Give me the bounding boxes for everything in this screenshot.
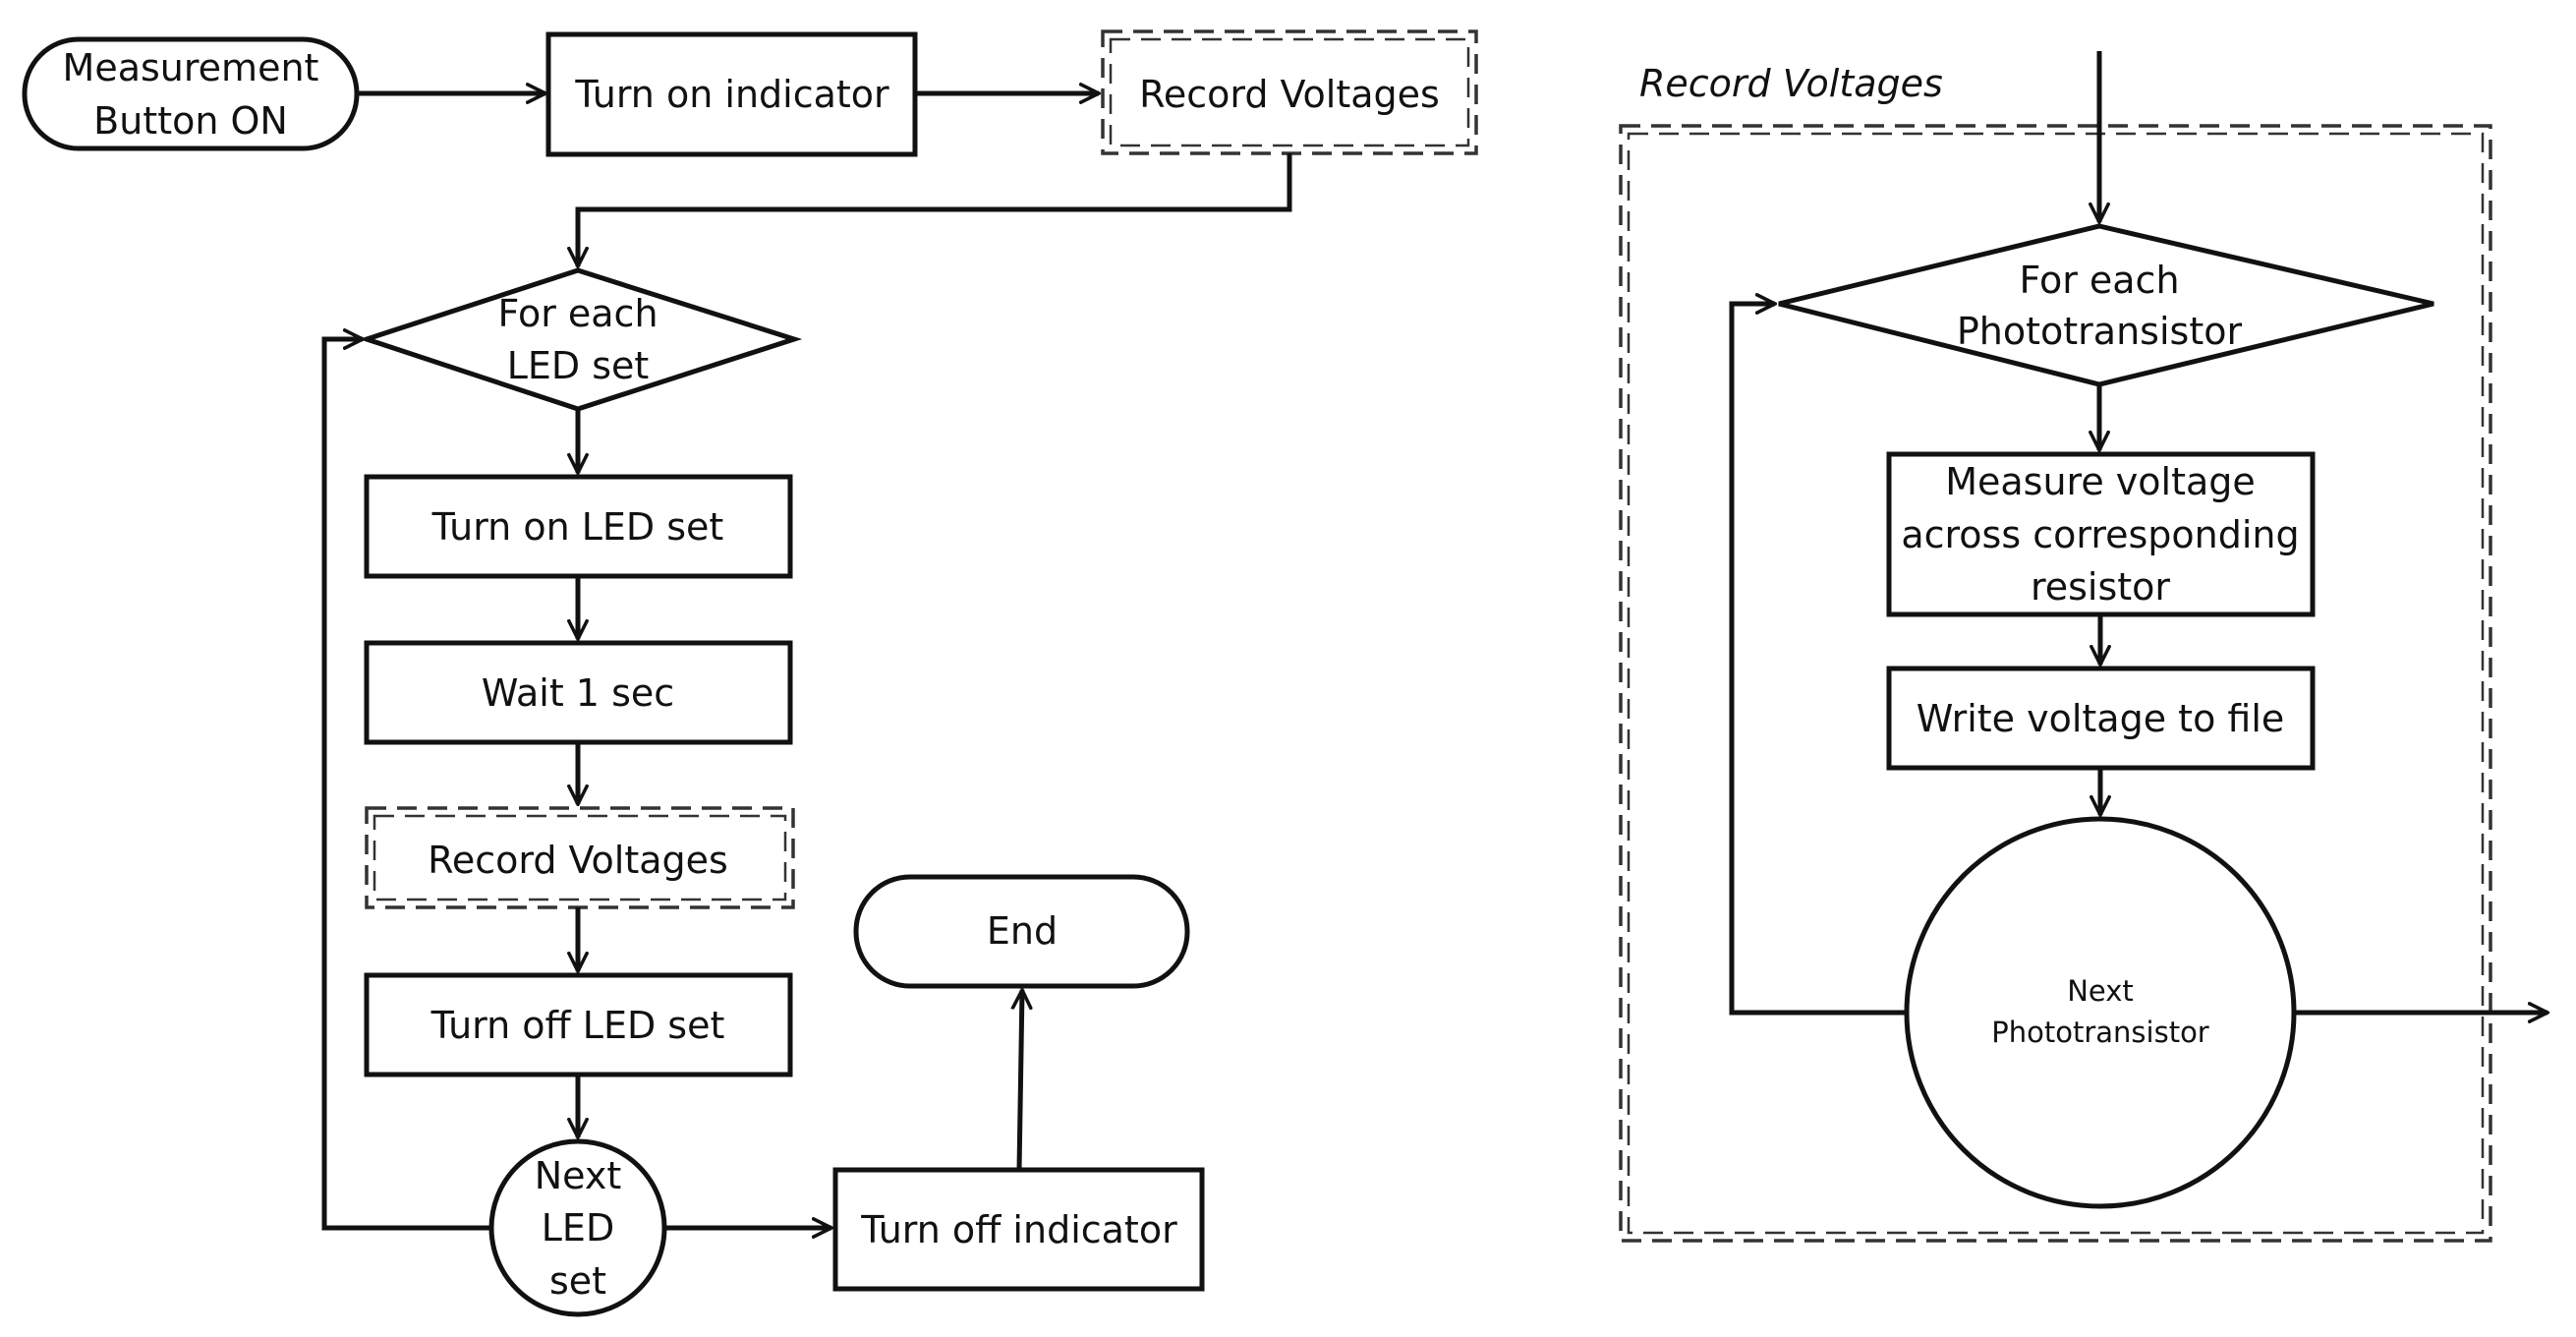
- next-phototransistor-connector: Next Phototransistor: [1904, 816, 2297, 1209]
- measure-line-3: resistor: [2031, 565, 2170, 609]
- end-terminal: End: [853, 874, 1190, 989]
- turn-on-indicator-label: Turn on indicator: [574, 73, 889, 116]
- next-led-line-3: set: [549, 1259, 606, 1303]
- wait-step: Wait 1 sec: [364, 640, 793, 745]
- for-each-phototransistor-decision: For each Phototransistor: [1778, 223, 2434, 387]
- record-voltages-subprocess-top: Record Voltages: [1101, 29, 1478, 155]
- for-each-pt-line-1: For each: [2019, 259, 2179, 302]
- start-label-line-1: Measurement: [63, 46, 319, 89]
- for-each-led-line-1: For each: [497, 292, 658, 335]
- record-voltages-mid-label: Record Voltages: [428, 839, 728, 882]
- write-voltage-label: Write voltage to file: [1917, 697, 2285, 740]
- for-each-pt-line-2: Phototransistor: [1957, 310, 2243, 353]
- record-voltages-top-label: Record Voltages: [1139, 73, 1440, 116]
- for-each-led-decision: For each LED set: [358, 267, 803, 412]
- turn-off-indicator-step: Turn off indicator: [832, 1167, 1205, 1292]
- next-led-line-2: LED: [542, 1206, 614, 1250]
- wait-label: Wait 1 sec: [482, 671, 674, 715]
- end-label: End: [987, 909, 1058, 953]
- right-flow-connectors: [1729, 51, 2547, 1016]
- start-label-line-2: Button ON: [93, 99, 288, 143]
- record-voltages-panel-frame: [1619, 124, 2492, 1243]
- next-led-line-1: Next: [535, 1154, 622, 1197]
- next-pt-line-1: Next: [2067, 974, 2134, 1008]
- left-flow-connectors: [321, 93, 1292, 1231]
- turn-off-indicator-label: Turn off indicator: [860, 1208, 1177, 1251]
- turn-off-led-label: Turn off LED set: [430, 1004, 725, 1047]
- loop-back-to-decision: [321, 339, 491, 1231]
- measure-voltage-step: Measure voltage across corresponding res…: [1886, 451, 2316, 617]
- next-pt-line-2: Phototransistor: [1991, 1016, 2209, 1049]
- record-voltages-panel-title: Record Voltages: [1639, 62, 1943, 105]
- record-voltages-subprocess-mid: Record Voltages: [365, 806, 795, 909]
- write-voltage-step: Write voltage to file: [1886, 666, 2316, 771]
- loop-back-to-pt-decision: [1729, 304, 1907, 1016]
- start-terminal: Measurement Button ON: [22, 36, 360, 151]
- turn-on-led-step: Turn on LED set: [364, 474, 793, 579]
- next-led-connector: Next LED set: [488, 1138, 667, 1317]
- measure-line-2: across corresponding: [1901, 513, 2299, 556]
- measure-line-1: Measure voltage: [1945, 460, 2256, 503]
- arrow-record-to-decision: [578, 153, 1292, 266]
- arrow-turn-off-indicator-to-end: [1019, 990, 1022, 1171]
- turn-on-led-label: Turn on LED set: [431, 505, 724, 549]
- for-each-led-line-2: LED set: [507, 344, 650, 387]
- turn-off-led-step: Turn off LED set: [364, 972, 793, 1077]
- turn-on-indicator-step: Turn on indicator: [545, 31, 918, 157]
